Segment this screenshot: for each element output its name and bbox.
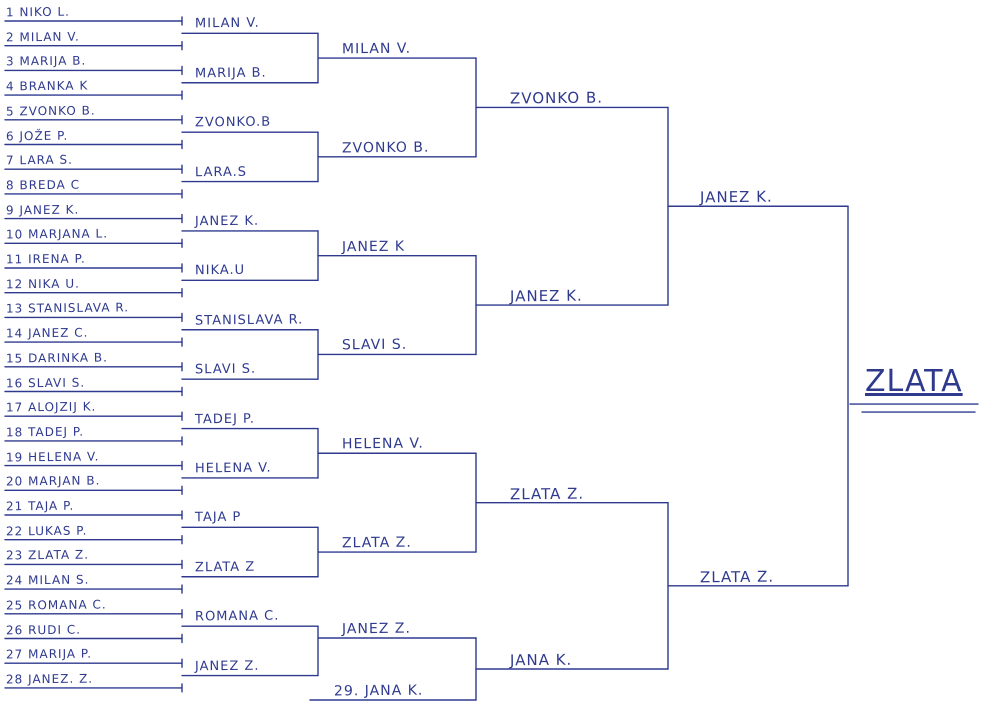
round1-entry: 28 JANEZ. Z. — [5, 671, 94, 687]
round1-entry: 16 SLAVI S. — [5, 375, 86, 390]
round3-entry: JANEZ Z. — [341, 620, 411, 638]
round1-entry: 15 DARINKA B. — [5, 350, 108, 366]
round1-entry: 18 TADEJ P. — [5, 424, 85, 440]
round4-entry: JANA K. — [509, 650, 573, 670]
round2-entry: TAJA P — [194, 510, 242, 526]
round2-entry: HELENA V. — [194, 460, 272, 477]
round1-entry: 2 MILAN V. — [5, 29, 80, 45]
round2-entry: JANEZ Z. — [194, 658, 260, 674]
round1-entry: 17 ALOJZIJ K. — [5, 399, 97, 415]
round3-entry: ZVONKO B. — [341, 139, 430, 157]
round2-entry: STANISLAVA R. — [194, 312, 304, 329]
round2-entry: LARA.S — [194, 164, 248, 180]
round1-entry: 7 LARA S. — [5, 152, 74, 168]
round1-entry: 4 BRANKA K — [5, 78, 89, 94]
round2-entry: JANEZ K. — [194, 213, 260, 230]
round3-entry: SLAVI S. — [341, 337, 408, 354]
round1-entry: 19 HELENA V. — [5, 449, 100, 465]
round1-entry: 14 JANEZ C. — [5, 325, 89, 341]
champion-name: ZLATA — [865, 364, 963, 400]
round2-entry: MARIJA B. — [194, 65, 267, 82]
round4-entry: ZVONKO B. — [509, 88, 604, 108]
round1-entry: 1 NIKO L. — [5, 4, 71, 20]
round1-entry: 12 NIKA U. — [5, 276, 80, 292]
round1-entry: 20 MARJAN B. — [5, 473, 101, 489]
round4-entry: ZLATA Z. — [509, 484, 585, 504]
round1-entry: 27 MARIJA P. — [5, 646, 93, 662]
round2-entry: MILAN V. — [194, 16, 260, 32]
round2-entry: SLAVI S. — [194, 361, 257, 378]
round4-entry: JANEZ K. — [509, 286, 583, 306]
round3-entry: JANEZ K — [341, 238, 406, 255]
round1-entry: 26 RUDI C. — [5, 622, 82, 637]
round1-entry: 8 BREDA C — [5, 177, 81, 193]
round1-entry: 21 TAJA P. — [5, 498, 75, 514]
round2-entry: TADEJ P. — [194, 411, 256, 427]
round1-entry: 3 MARIJA B. — [5, 53, 87, 69]
round2-entry: ZLATA Z — [194, 559, 256, 576]
round1-entry: 11 IRENA P. — [5, 251, 86, 267]
round3-entry: MILAN V. — [341, 40, 412, 58]
round1-entry: 10 MARJANA L. — [5, 226, 109, 242]
round1-entry: 5 ZVONKO B. — [5, 103, 96, 119]
round2-entry: ZVONKO.B — [194, 114, 272, 131]
round1-entry: 22 LUKAS P. — [5, 523, 88, 539]
round2-entry: NIKA.U — [194, 263, 246, 279]
round3-entry: HELENA V. — [341, 435, 424, 453]
round5-entry: ZLATA Z. — [699, 567, 775, 587]
round5-entry: JANEZ K. — [699, 187, 773, 207]
round1-entry: 25 ROMANA C. — [5, 597, 107, 613]
round1-entry: 23 ZLATA Z. — [5, 547, 90, 563]
round1-entry: 24 MILAN S. — [5, 572, 90, 588]
round1-entry: 9 JANEZ K. — [5, 202, 80, 217]
round3-entry: 29. JANA K. — [333, 682, 424, 700]
round2-entry: ROMANA C. — [194, 608, 280, 625]
round1-entry: 13 STANISLAVA R. — [5, 300, 130, 317]
round1-entry: 6 JOŽE P. — [5, 128, 69, 143]
round3-entry: ZLATA Z. — [341, 534, 412, 552]
